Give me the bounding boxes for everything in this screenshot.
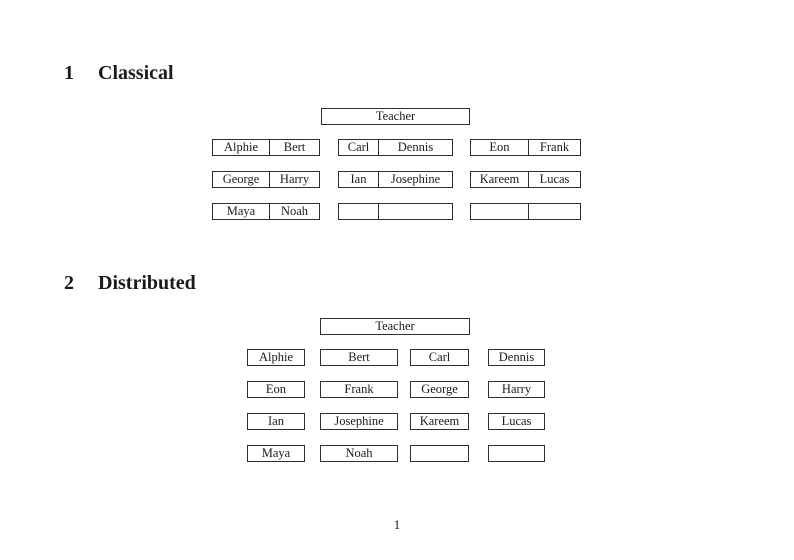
distributed-seat: George — [410, 381, 469, 398]
distributed-seat: Harry — [488, 381, 545, 398]
desk-seat-empty — [471, 204, 529, 219]
distributed-seat: Noah — [320, 445, 398, 462]
desk-seat: Carl — [339, 140, 379, 155]
classical-desk-empty — [470, 203, 581, 220]
desk-seat: Lucas — [539, 172, 570, 187]
seat-label: Alphie — [258, 350, 294, 365]
seat-label: Noah — [345, 446, 373, 461]
seat-label: Lucas — [501, 414, 532, 429]
page-number: 1 — [393, 517, 401, 532]
section-number: 1 — [64, 62, 74, 84]
seat-label: Josephine — [334, 414, 384, 429]
desk-seat: Ian — [339, 172, 379, 187]
seat-label: Eon — [265, 382, 287, 397]
seat-label: Kareem — [419, 414, 460, 429]
section-title: Distributed — [98, 272, 196, 294]
distributed-seat: Ian — [247, 413, 305, 430]
seat-label: Carl — [428, 350, 451, 365]
classical-desk: Alphie Bert — [212, 139, 320, 156]
desk-seat: Kareem — [471, 172, 529, 187]
desk-seat: Maya — [213, 204, 270, 219]
desk-seat-empty — [379, 204, 452, 219]
desk-seat: Frank — [539, 140, 570, 155]
classical-desk: Kareem Lucas — [470, 171, 581, 188]
classical-desk-empty — [338, 203, 453, 220]
distributed-seat: Carl — [410, 349, 469, 366]
distributed-seat: Maya — [247, 445, 305, 462]
seat-label: Maya — [261, 446, 291, 461]
desk-seat: Alphie — [213, 140, 270, 155]
seat-label: George — [421, 382, 458, 397]
teacher-label: Teacher — [375, 319, 415, 334]
distributed-seat: Josephine — [320, 413, 398, 430]
classical-desk: Eon Frank — [470, 139, 581, 156]
distributed-seat: Lucas — [488, 413, 545, 430]
classical-desk: Maya Noah — [212, 203, 320, 220]
teacher-label: Teacher — [375, 109, 416, 124]
teacher-box-classical: Teacher — [321, 108, 470, 125]
distributed-seat: Kareem — [410, 413, 469, 430]
desk-seat-empty — [529, 204, 580, 219]
desk-seat: Bert — [283, 140, 306, 155]
section-heading-distributed: 2 Distributed — [64, 272, 196, 294]
classical-desk: George Harry — [212, 171, 320, 188]
distributed-seat-empty — [410, 445, 469, 462]
section-heading-classical: 1 Classical — [64, 62, 174, 84]
desk-seat: George — [213, 172, 270, 187]
desk-seat: Dennis — [397, 140, 434, 155]
desk-seat: Eon — [471, 140, 529, 155]
seat-label: Harry — [501, 382, 532, 397]
classical-desk: Ian Josephine — [338, 171, 453, 188]
seat-label: Bert — [348, 350, 370, 365]
classical-desk: Carl Dennis — [338, 139, 453, 156]
distributed-seat: Bert — [320, 349, 398, 366]
desk-seat: Josephine — [390, 172, 441, 187]
seat-label: Dennis — [498, 350, 535, 365]
seat-label: Frank — [344, 382, 374, 397]
section-number: 2 — [64, 272, 74, 294]
desk-seat-empty — [339, 204, 379, 219]
desk-seat: Noah — [280, 204, 309, 219]
seat-label: Ian — [268, 414, 284, 429]
teacher-box-distributed: Teacher — [320, 318, 470, 335]
distributed-seat: Dennis — [488, 349, 545, 366]
distributed-seat: Eon — [247, 381, 305, 398]
distributed-seat-empty — [488, 445, 545, 462]
distributed-seat: Alphie — [247, 349, 305, 366]
section-title: Classical — [98, 62, 174, 84]
distributed-seat: Frank — [320, 381, 398, 398]
desk-seat: Harry — [279, 172, 310, 187]
